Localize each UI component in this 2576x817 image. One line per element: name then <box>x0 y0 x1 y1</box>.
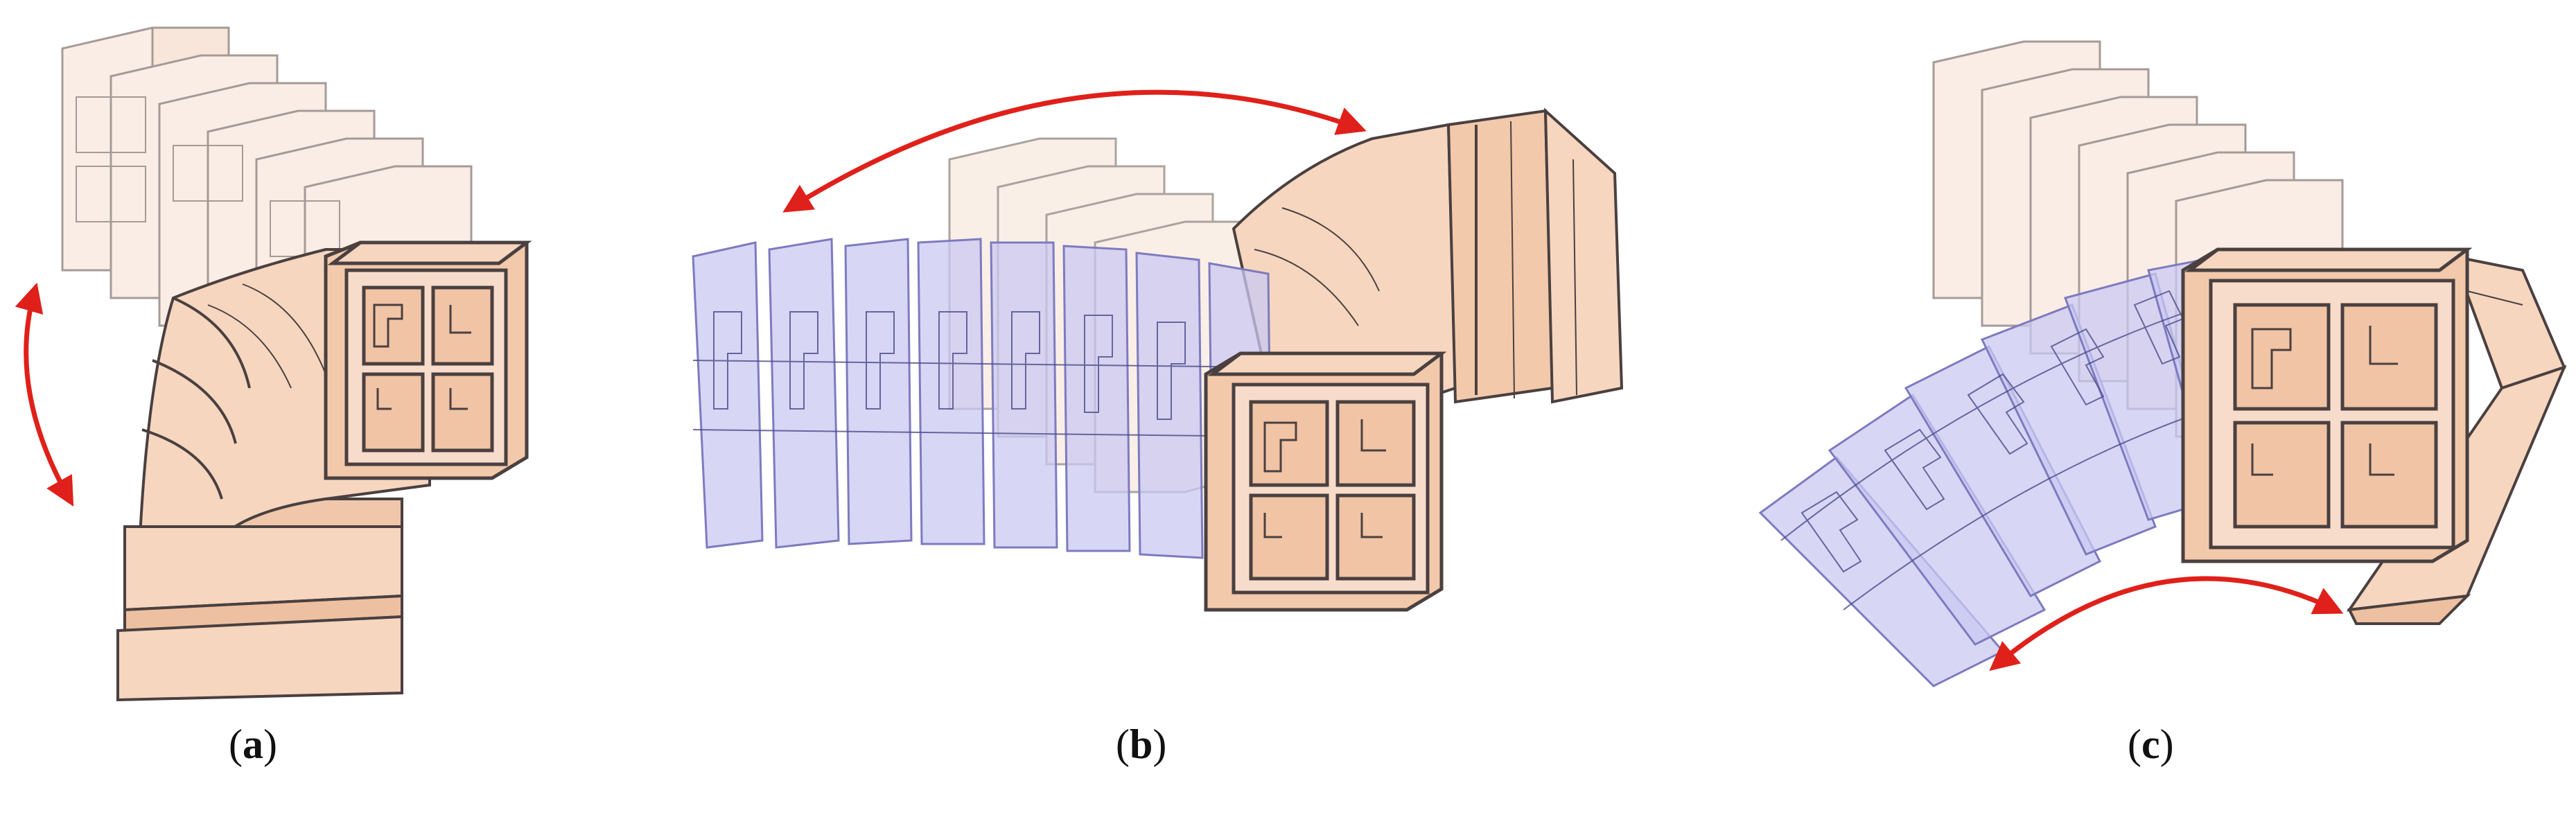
caption-c-open: ( <box>2128 721 2141 767</box>
caption-c: (c) <box>2128 721 2174 768</box>
panel-b <box>692 89 1624 612</box>
caption-a: (a) <box>229 721 277 768</box>
panel-c-rotation-arrow <box>1989 576 2344 671</box>
panel-a <box>15 26 532 702</box>
caption-a-letter: a <box>242 721 263 767</box>
panel-a-rotation-arrow <box>15 282 74 507</box>
caption-a-open: ( <box>229 721 243 767</box>
caption-c-close: ) <box>2159 721 2174 767</box>
caption-b-close: ) <box>1153 721 1167 767</box>
panel-c-front-frame <box>2181 247 2473 563</box>
panel-b-rotation-arrow <box>782 89 1367 213</box>
panel-a-front-frame <box>324 240 532 480</box>
panel-b-front-frame <box>1204 351 1447 612</box>
caption-b-letter: b <box>1129 721 1153 767</box>
panel-c <box>1758 40 2567 687</box>
caption-a-close: ) <box>263 721 277 767</box>
caption-c-letter: c <box>2141 721 2160 767</box>
panel-b-left-windings <box>692 311 1269 437</box>
caption-b-open: ( <box>1116 721 1130 767</box>
caption-b: (b) <box>1116 721 1166 768</box>
